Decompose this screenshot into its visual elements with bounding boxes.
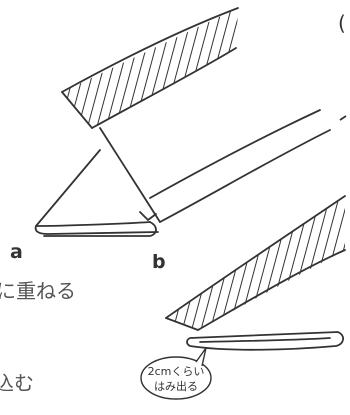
band-end bbox=[61, 91, 93, 129]
flap-bottom bbox=[43, 221, 157, 237]
lower-strip-top-edge bbox=[165, 195, 346, 319]
flap-inner-edge bbox=[35, 221, 151, 227]
upper-fold-figure bbox=[34, 7, 331, 237]
callout-line2: はみ出る bbox=[154, 379, 198, 393]
corner-mark bbox=[339, 115, 347, 121]
lower-fold-figure bbox=[165, 195, 346, 351]
callout-bubble: 2cmくらい はみ出る bbox=[140, 347, 212, 400]
callout-line1: 2cmくらい bbox=[148, 365, 205, 378]
tab-inner-line bbox=[199, 337, 331, 343]
middle-long-edge bbox=[149, 109, 321, 199]
point-a-label: a bbox=[10, 241, 23, 263]
fold-crease bbox=[99, 127, 161, 223]
triangle-flap bbox=[34, 149, 159, 235]
point-b-label: b bbox=[152, 251, 166, 273]
lower-long-edge bbox=[159, 129, 331, 223]
lower-band-edge bbox=[197, 249, 346, 331]
band-lower-edge bbox=[91, 47, 237, 129]
protruding-tab bbox=[186, 331, 344, 351]
hatched-band bbox=[62, 8, 238, 128]
lower-band-end bbox=[165, 317, 199, 331]
inner-notch bbox=[139, 211, 157, 221]
tuck-instruction-text: 込む bbox=[0, 371, 34, 395]
overlap-instruction-text: に重ねる bbox=[0, 279, 76, 303]
lower-hatched-band bbox=[166, 196, 345, 330]
corner-partial-glyph: ( bbox=[338, 11, 346, 35]
strip-top-edge bbox=[61, 7, 239, 93]
